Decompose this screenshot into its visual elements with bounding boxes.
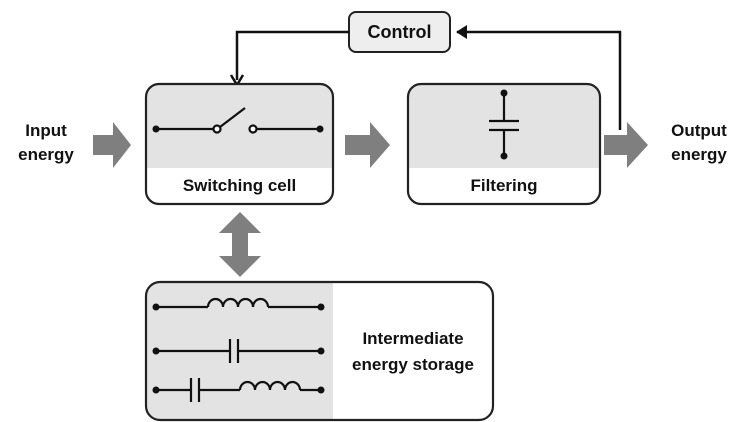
- svg-text:energy: energy: [18, 145, 74, 164]
- feedback-line-right: [457, 30, 622, 130]
- switch-symbol-icon: [157, 107, 320, 134]
- storage-capacitor-symbol-icon: [157, 339, 320, 363]
- svg-text:Input: Input: [25, 121, 67, 140]
- filtering-block: Filtering: [406, 82, 602, 206]
- storage-label-line2: energy storage: [352, 355, 474, 374]
- bidirectional-arrow-icon: [219, 212, 261, 277]
- svg-text:Output: Output: [671, 121, 727, 140]
- svg-text:energy: energy: [671, 145, 727, 164]
- control-block: Control: [348, 11, 451, 53]
- feedback-arrowhead-control-icon: [456, 25, 467, 39]
- switching-cell-block: Switching cell: [144, 82, 335, 206]
- switching-cell-label: Switching cell: [183, 176, 296, 195]
- lc-series-symbol-icon: [157, 378, 320, 402]
- energy-storage-block: Intermediate energy storage: [144, 280, 495, 422]
- capacitor-symbol-icon: [489, 93, 519, 156]
- filtering-label: Filtering: [470, 176, 537, 195]
- control-label: Control: [368, 22, 432, 42]
- input-label: Input energy: [18, 121, 74, 164]
- feedback-line-left: [235, 30, 349, 80]
- output-label: Output energy: [671, 121, 727, 164]
- storage-label-line1: Intermediate: [362, 329, 463, 348]
- output-arrow-icon: [604, 122, 648, 168]
- cell-to-filter-arrow-icon: [345, 122, 390, 168]
- input-arrow-icon: [93, 122, 131, 168]
- feedback-loop: [235, 30, 622, 130]
- inductor-symbol-icon: [157, 297, 320, 309]
